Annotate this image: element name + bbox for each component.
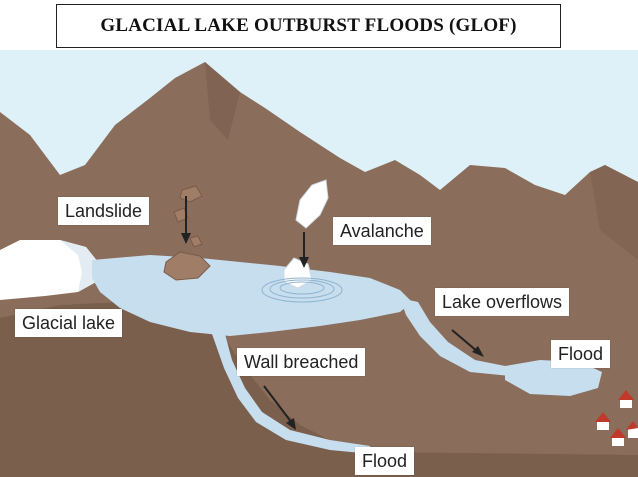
overflow-arrow bbox=[451, 329, 479, 353]
label-wall-breached: Wall breached bbox=[237, 348, 366, 376]
foreground-ground bbox=[0, 300, 638, 477]
glacier-shade bbox=[60, 240, 98, 292]
ridge-shading bbox=[205, 62, 240, 140]
label-flood-bottom: Flood bbox=[355, 447, 415, 475]
label-avalanche: Avalanche bbox=[333, 217, 431, 245]
label-lake-overflows: Lake overflows bbox=[435, 288, 570, 316]
label-glacial-lake: Glacial lake bbox=[15, 309, 123, 337]
avalanche-ice bbox=[295, 179, 329, 229]
right-flood-pool bbox=[505, 360, 602, 396]
label-flood-right: Flood bbox=[551, 340, 611, 368]
diagram-title: GLACIAL LAKE OUTBURST FLOODS (GLOF) bbox=[56, 4, 561, 48]
houses bbox=[595, 390, 638, 446]
breach-arrow bbox=[263, 385, 293, 424]
arrows bbox=[181, 196, 484, 430]
label-landslide: Landslide bbox=[58, 197, 150, 225]
overflow-channel bbox=[400, 298, 515, 376]
breach-channel bbox=[212, 334, 372, 454]
splash-ripples bbox=[261, 277, 343, 303]
ridge-shading-right bbox=[590, 165, 638, 260]
glacier bbox=[0, 240, 98, 300]
